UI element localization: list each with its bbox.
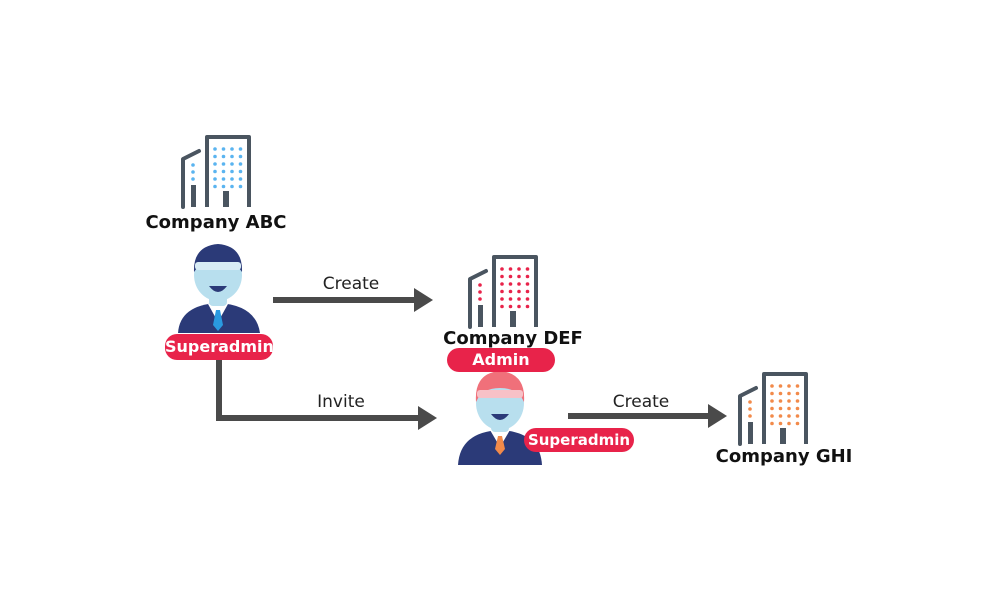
edge-label-create-def: Create: [322, 274, 380, 294]
building-icon-company-abc: [181, 135, 251, 209]
building-icon-company-ghi: [738, 372, 808, 446]
company-abc-label: Company ABC: [145, 212, 287, 233]
company-ghi-label: Company GHI: [715, 446, 853, 467]
company-def-label: Company DEF: [443, 328, 583, 349]
role-badge-admin: Admin: [447, 348, 555, 372]
role-badge-superadmin-2: Superadmin: [524, 428, 634, 452]
edge-label-invite: Invite: [317, 392, 365, 412]
avatar-superadmin-user-2: [458, 371, 542, 465]
building-icon-company-def: [468, 255, 538, 329]
arrow-invite-to-user: [216, 360, 437, 430]
role-badge-superadmin-1: Superadmin: [165, 334, 274, 360]
edge-label-create-ghi: Create: [612, 392, 670, 412]
arrow-create-to-def: [273, 288, 433, 312]
avatar-superadmin-user-1: [178, 244, 260, 333]
arrow-create-to-ghi: [568, 404, 727, 428]
